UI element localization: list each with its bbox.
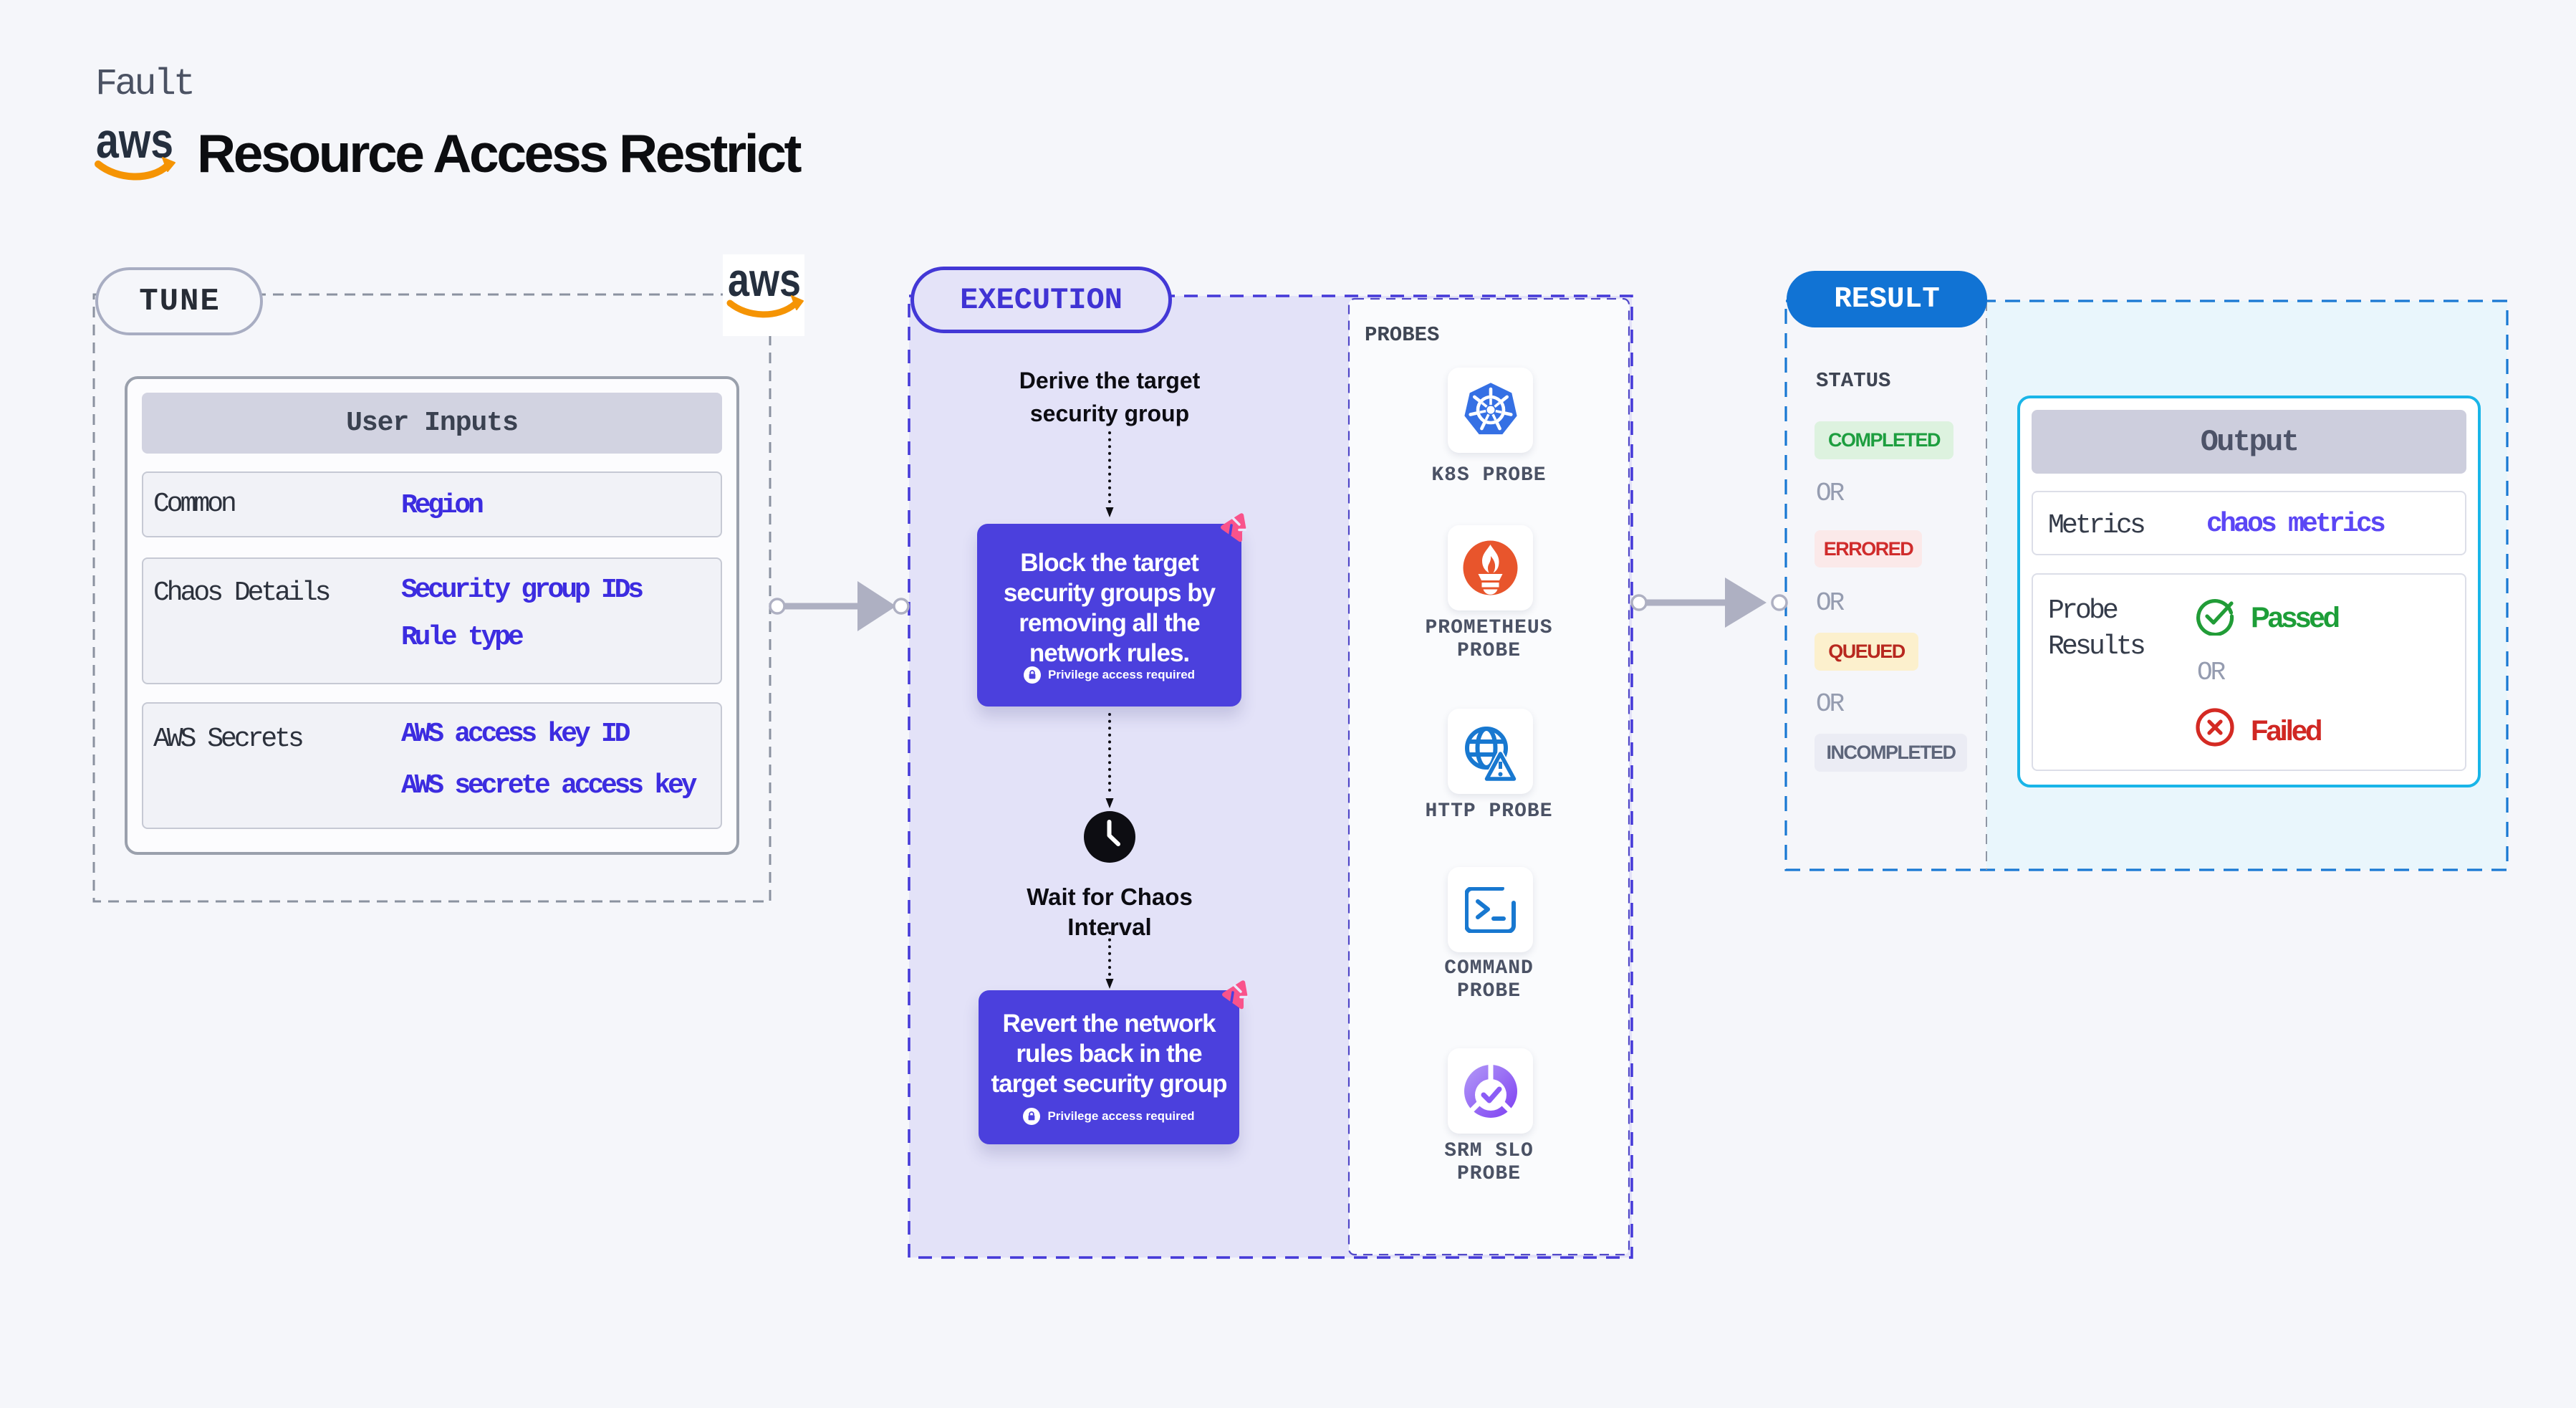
svg-text:aws: aws [728,262,801,306]
svg-text:aws: aws [96,122,173,168]
